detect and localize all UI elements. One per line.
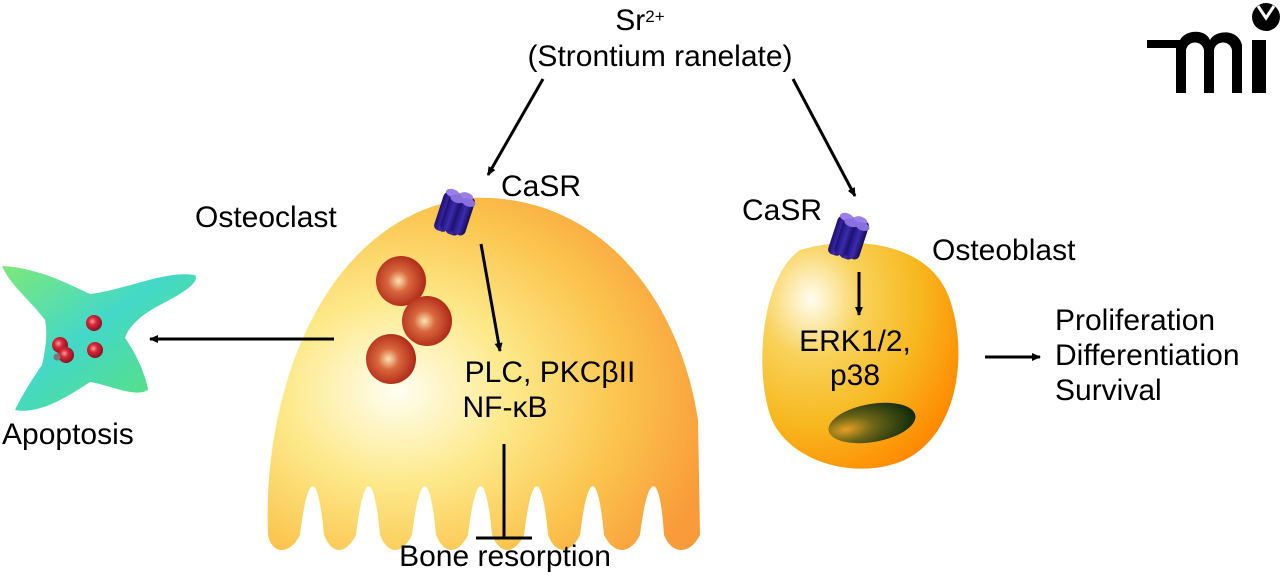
- drug-ion-label: Sr2+: [580, 6, 700, 36]
- osteoclast-label: Osteoclast: [195, 201, 337, 234]
- osteoblast-casr-label: CaSR: [742, 194, 823, 227]
- casr-receptor-icon: [434, 188, 476, 236]
- osteoclast-cell: [267, 197, 700, 550]
- ion-symbol: Sr: [615, 4, 646, 37]
- osteoblast-nucleus: [828, 402, 916, 444]
- arrow-drug-to-osteoblast: [791, 78, 857, 197]
- arrow-drug-to-osteoclast: [486, 78, 545, 176]
- casr-receptor-icon: [828, 212, 870, 260]
- apoptotic-vesicle: [58, 347, 74, 363]
- bone-resorption-label: Bone resorption: [399, 540, 611, 573]
- osteoclast-signaling-line1: PLC, PKCβII: [464, 356, 636, 389]
- apoptotic-fragment: [53, 353, 61, 361]
- vesicle: [376, 256, 426, 306]
- ion-charge: 2+: [645, 7, 665, 26]
- apoptotic-vesicle: [86, 315, 102, 331]
- outcome-differentiation: Differentiation: [1055, 339, 1240, 372]
- arrow-casr-to-plc: [479, 243, 503, 352]
- osteoclast-casr-label: CaSR: [501, 170, 582, 203]
- drug-name-label: (Strontium ranelate): [527, 40, 793, 73]
- apoptotic-cell: [2, 266, 196, 411]
- apoptotic-vesicle: [87, 342, 103, 358]
- inhibition-symbol: [476, 444, 532, 540]
- osteoblast-label: Osteoblast: [932, 234, 1076, 267]
- journal-logo-icon: [1147, 3, 1280, 93]
- vesicle: [366, 334, 416, 384]
- osteoblast-signaling-line1: ERK1/2,: [799, 325, 911, 358]
- osteoblast-signaling-line2: p38: [829, 359, 881, 392]
- vesicle: [402, 296, 452, 346]
- outcome-proliferation: Proliferation: [1055, 304, 1216, 337]
- osteoclast-signaling-line2: NF-κB: [462, 391, 548, 424]
- outcome-survival: Survival: [1055, 374, 1162, 407]
- apoptosis-label: Apoptosis: [2, 418, 134, 451]
